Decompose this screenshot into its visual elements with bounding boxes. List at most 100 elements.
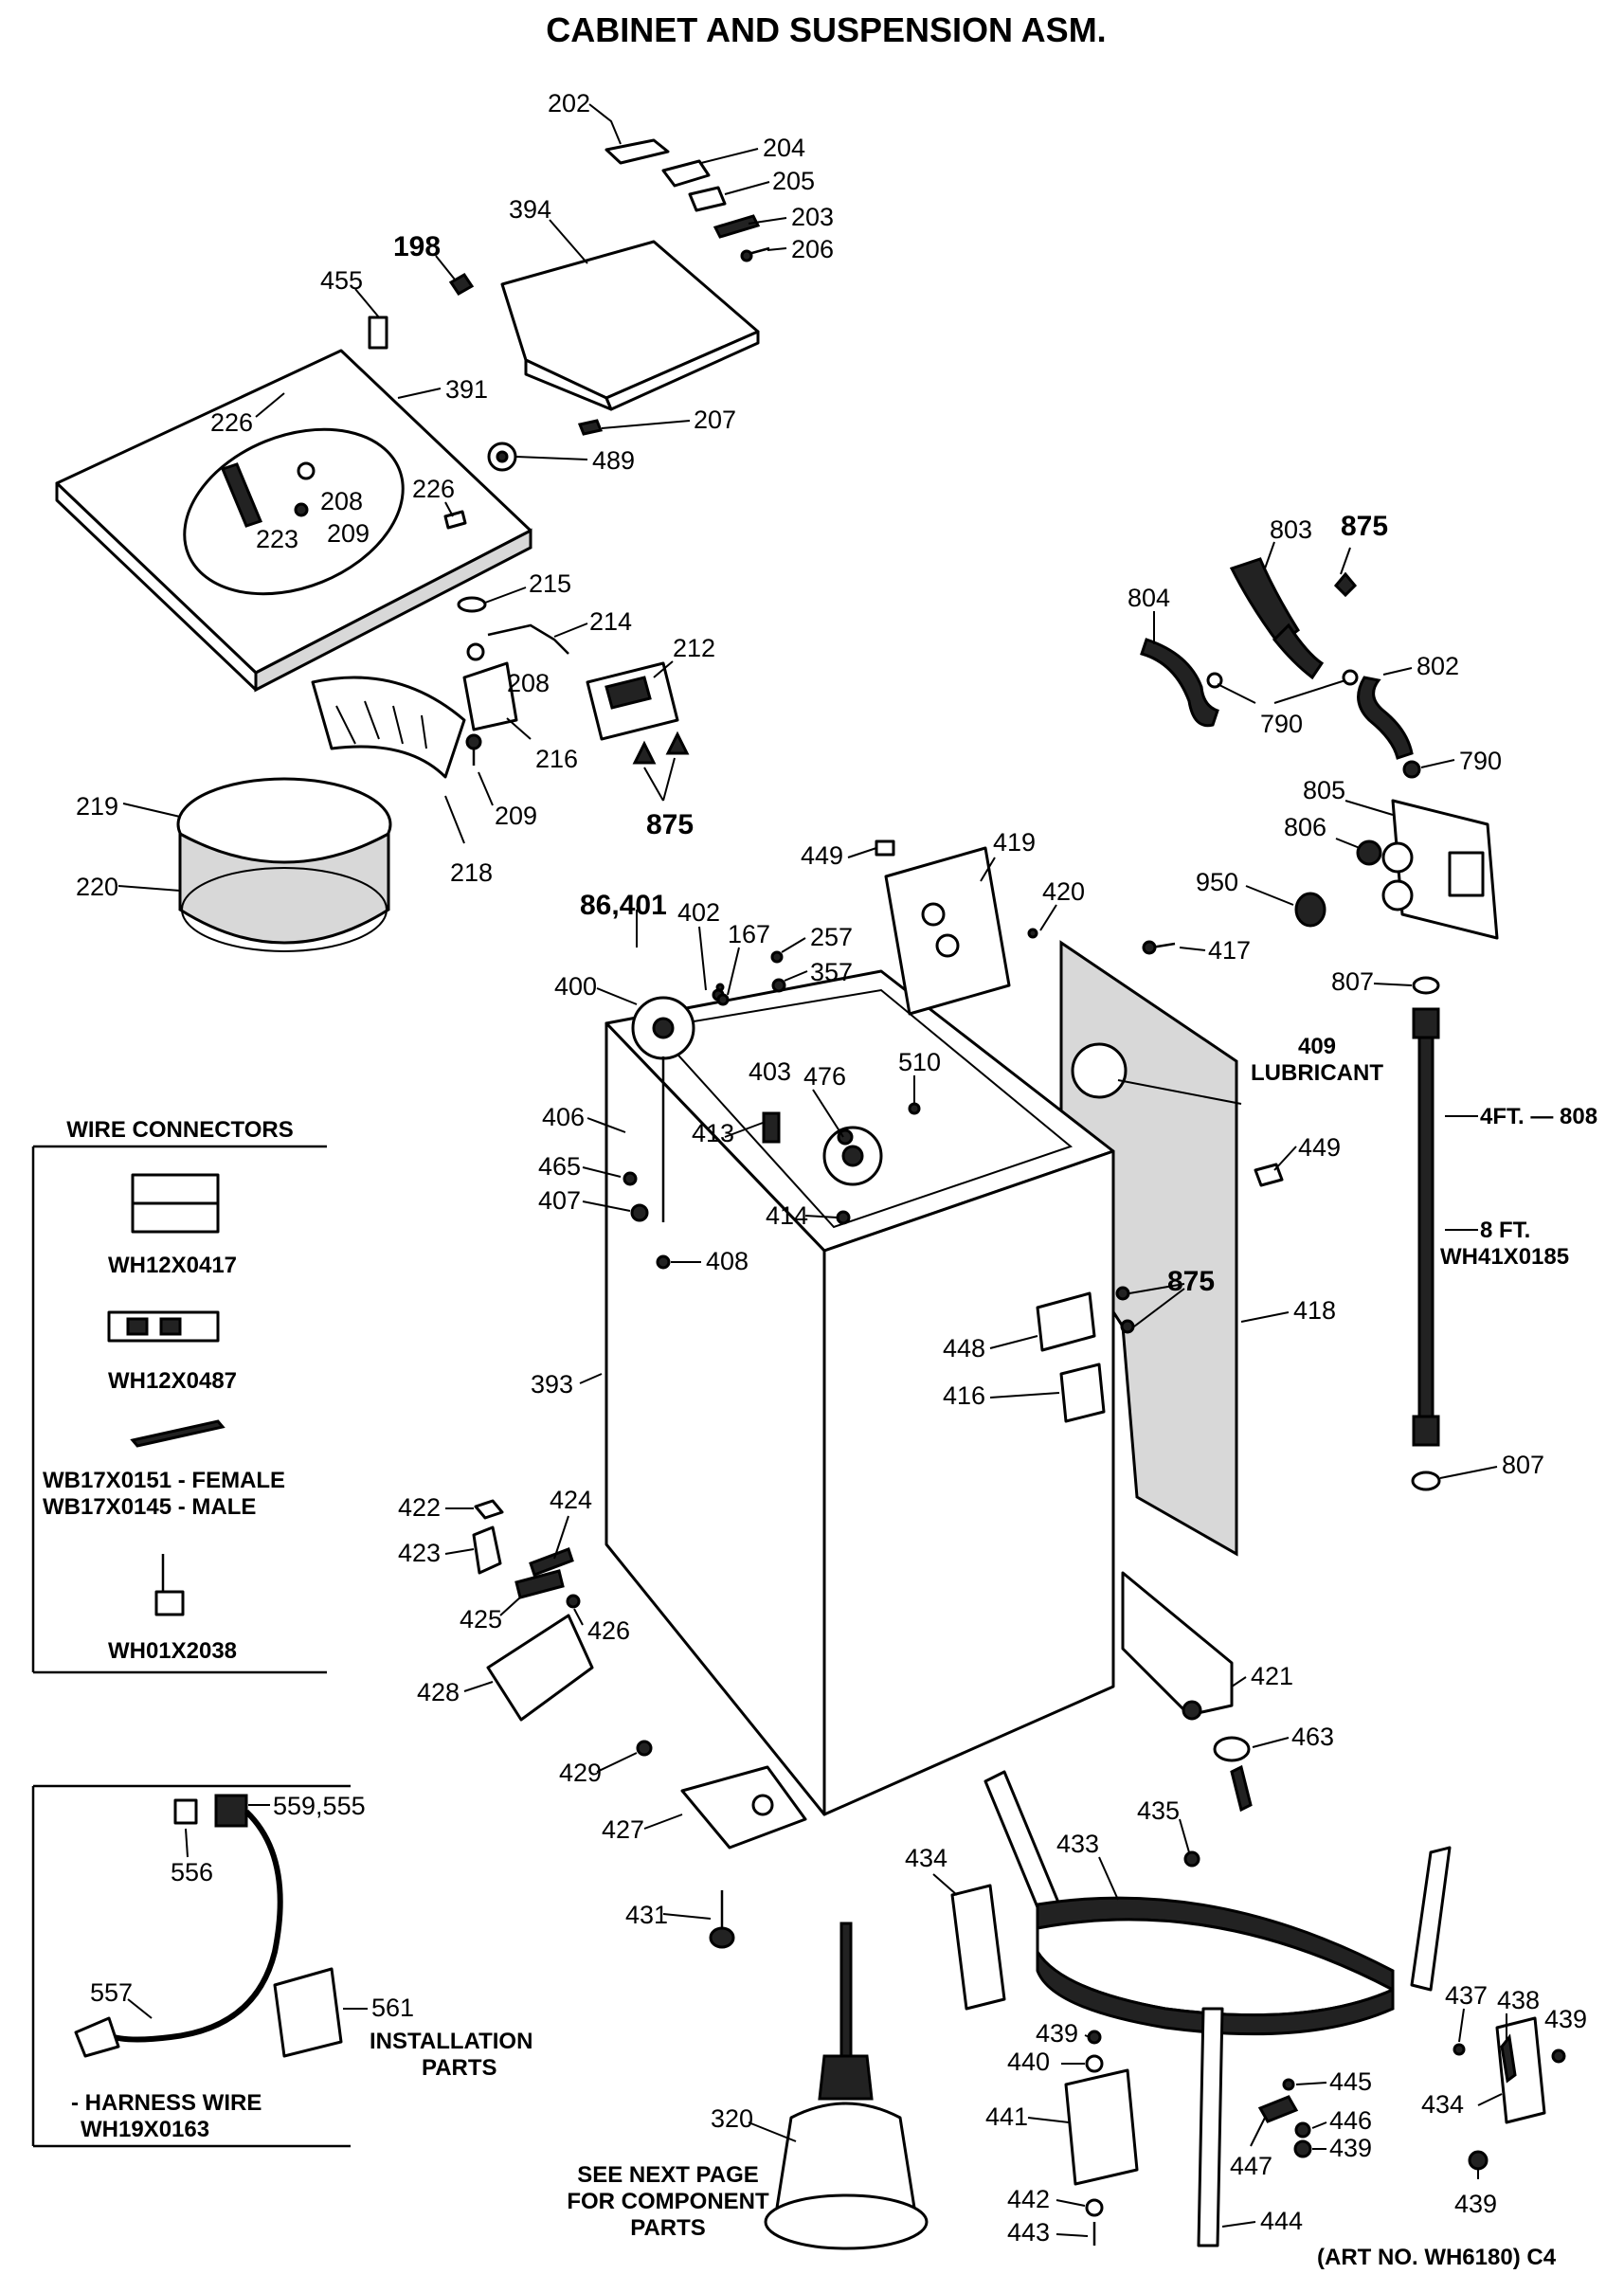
part-257-screw: [770, 950, 784, 964]
part-408-screw: [656, 1254, 671, 1270]
leader-202: [588, 103, 622, 145]
part-422-nut: [474, 1499, 504, 1520]
cabinet-side-face: [822, 1149, 1115, 1816]
callout-212: 212: [673, 634, 715, 662]
installation-line-2: PARTS: [422, 2055, 497, 2081]
callout-447: 447: [1230, 2152, 1272, 2180]
page-title: CABINET AND SUSPENSION ASM.: [546, 10, 1106, 49]
leader-557: [127, 1998, 153, 2019]
part-417-head: [1142, 940, 1157, 955]
callout-labels: 202 204 205 203 206 394 198 455 391 226 …: [71, 89, 1597, 2270]
connector-label-1: WH12X0487: [108, 1368, 237, 1394]
part-407-nut: [630, 1203, 649, 1222]
part-875-a1: [632, 740, 657, 765]
cabinet-fasteners: [623, 928, 1135, 1334]
callout-950: 950: [1196, 868, 1238, 896]
callout-431: 431: [625, 1901, 668, 1929]
callout-214: 214: [589, 607, 632, 636]
lubricant-number: 409: [1298, 1034, 1336, 1059]
callout-807a: 807: [1331, 967, 1374, 996]
callout-489: 489: [592, 446, 635, 475]
leader-320: [748, 2121, 797, 2142]
connector-label-2: WB17X0151 - FEMALE: [43, 1468, 285, 1493]
conn-a-bottom: [131, 1201, 220, 1234]
leader-465: [582, 1166, 622, 1178]
callout-449b: 449: [1298, 1133, 1341, 1162]
part-950-nut: [1294, 892, 1326, 928]
part-420-pin: [1027, 928, 1038, 939]
leader-556: [185, 1828, 189, 1858]
lid-switch-assembly: [457, 596, 690, 766]
leader-423: [444, 1548, 475, 1555]
callout-441: 441: [985, 2103, 1028, 2131]
callout-209a: 209: [327, 519, 370, 548]
leader-437: [1458, 2008, 1465, 2043]
leader-413: [724, 1122, 764, 1138]
suspension-433: [983, 1764, 1452, 2247]
callout-320: 320: [711, 2104, 753, 2133]
part-425-block: [514, 1569, 565, 1599]
part-218-ribs: [335, 700, 427, 749]
rail-421: [1121, 1571, 1234, 1717]
top-side-edge: [254, 528, 532, 693]
callout-391: 391: [445, 375, 488, 404]
part-807-washer-bottom: [1411, 1471, 1441, 1491]
callout-435: 435: [1137, 1796, 1180, 1825]
part-223-switch: [220, 462, 263, 528]
callout-421: 421: [1251, 1662, 1293, 1690]
nut-950: [1294, 892, 1326, 928]
part-790-clamp-c: [1402, 760, 1421, 779]
leader-427: [643, 1814, 683, 1830]
leader-216: [506, 717, 532, 740]
callout-257: 257: [810, 923, 853, 951]
leader-419: [980, 857, 996, 882]
leader-434b: [1477, 2093, 1503, 2106]
leader-875b: [1340, 547, 1351, 575]
callout-413: 413: [692, 1119, 734, 1147]
callout-407: 407: [538, 1186, 581, 1215]
leader-414: [804, 1215, 839, 1218]
callout-440: 440: [1007, 2048, 1050, 2076]
callout-802: 802: [1416, 652, 1459, 680]
part-208-washer: [466, 642, 485, 661]
conn-a-top: [131, 1173, 220, 1205]
callout-408: 408: [706, 1247, 749, 1275]
leader-433: [1098, 1856, 1119, 1901]
part-442-washer: [1085, 2198, 1104, 2217]
leader-446: [1311, 2121, 1327, 2129]
leader-212: [653, 660, 674, 678]
callout-807b: 807: [1502, 1451, 1544, 1479]
part-218-cover: [311, 676, 466, 779]
part-449-clip-a: [875, 839, 895, 857]
wire-connectors-heading: WIRE CONNECTORS: [66, 1117, 294, 1143]
part-437-screw: [1453, 2043, 1466, 2056]
callout-804: 804: [1128, 584, 1170, 612]
leader-400: [596, 987, 638, 1005]
leader-203: [748, 217, 787, 225]
part-204-bracket: [661, 159, 711, 188]
hose-bottom-fitting: [1412, 1415, 1440, 1447]
callout-790a: 790: [1260, 710, 1303, 738]
see-next-page-3: PARTS: [630, 2215, 706, 2241]
lid-394: [500, 240, 760, 411]
valve-inlet-a: [1381, 841, 1414, 874]
callout-463: 463: [1291, 1723, 1334, 1751]
transmission-320: [764, 1922, 929, 2250]
see-next-page-1: SEE NEXT PAGE: [577, 2162, 759, 2188]
conn-b-slot-b: [159, 1317, 182, 1336]
callout-437: 437: [1445, 1981, 1488, 2010]
base-rail-421: [1121, 1571, 1251, 1762]
part-205-clip: [688, 186, 727, 212]
part-220-band: [178, 831, 390, 945]
callout-439d: 439: [1454, 2190, 1497, 2218]
leader-448: [989, 1335, 1038, 1349]
leader-428: [463, 1681, 494, 1692]
bottom-hardware: [1064, 2030, 1566, 2246]
leader-357: [784, 970, 808, 982]
callout-805: 805: [1303, 776, 1345, 804]
callout-203: 203: [791, 203, 834, 231]
fill-hose-808: [1412, 1007, 1440, 1447]
callout-561: 561: [371, 1994, 414, 2022]
callout-208b: 208: [507, 669, 550, 697]
